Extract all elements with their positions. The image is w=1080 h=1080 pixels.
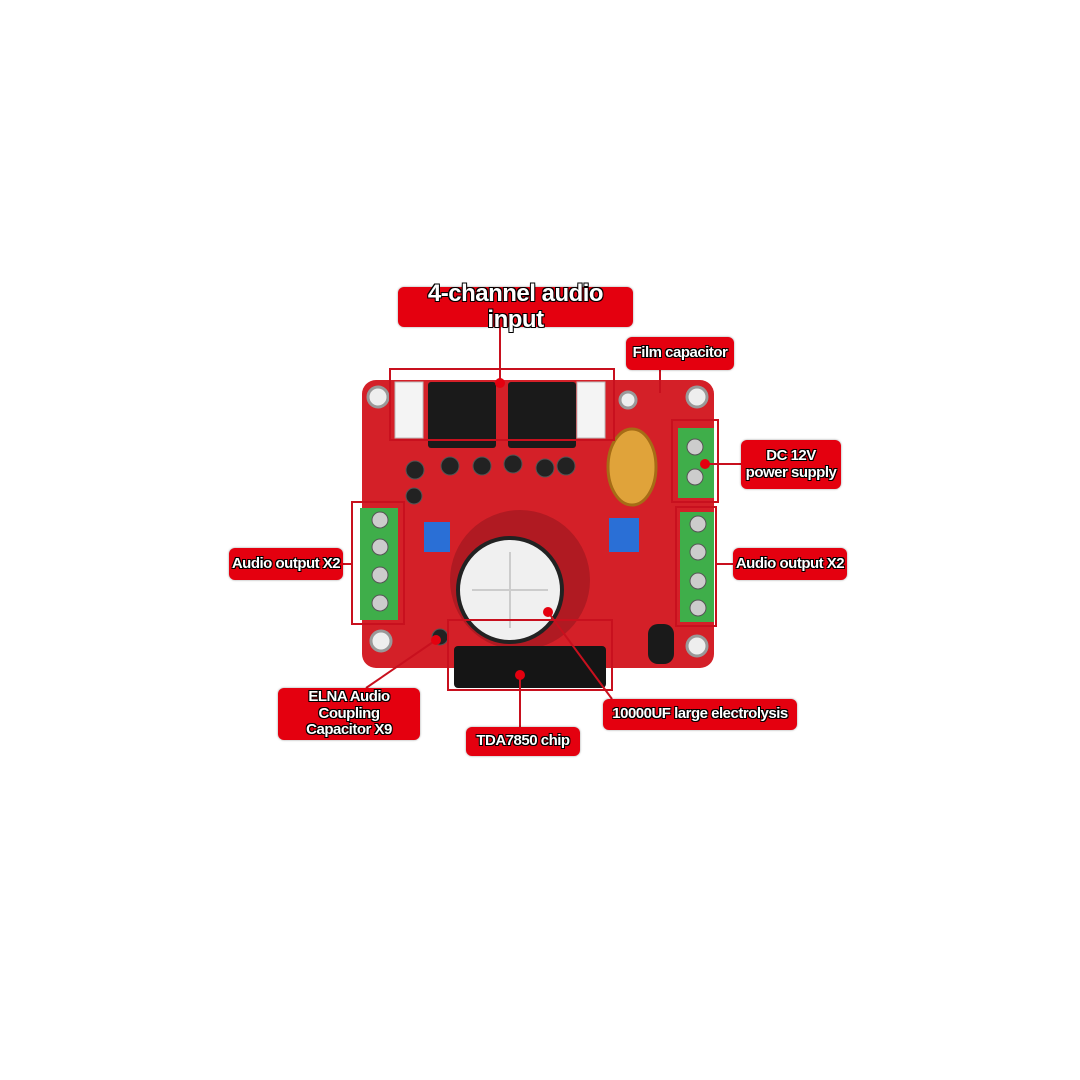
label-elna-capacitor: ELNA Audio Coupling Capacitor X9: [278, 688, 420, 740]
mounting-holes: [366, 385, 709, 658]
terminal-right: [680, 512, 714, 622]
input-connector-left: [394, 381, 424, 439]
label-tda7850-chip: TDA7850 chip: [466, 727, 580, 756]
audio-jack-left: [428, 382, 496, 448]
callout-dots: [431, 378, 710, 680]
label-10000uf-electrolysis: 10000UF large electrolysis: [603, 699, 797, 730]
potentiometer-left: [424, 522, 450, 552]
audio-jack-right: [508, 382, 576, 448]
label-audio-output-left: Audio output X2: [229, 548, 343, 580]
film-capacitor-inductor: [606, 427, 658, 507]
terminal-left: [360, 508, 398, 620]
label-film-capacitor: Film capacitor: [626, 337, 734, 370]
label-dc-power: DC 12V power supply: [741, 440, 841, 489]
tda7850-heatsink: [454, 646, 606, 688]
electrolytic-capacitor: [648, 624, 674, 664]
potentiometer-right: [609, 518, 639, 552]
input-connector-right: [576, 381, 606, 439]
label-audio-output-right: Audio output X2: [733, 548, 847, 580]
callout-lines: [343, 327, 741, 727]
label-audio-input: 4-channel audio input: [398, 280, 633, 333]
